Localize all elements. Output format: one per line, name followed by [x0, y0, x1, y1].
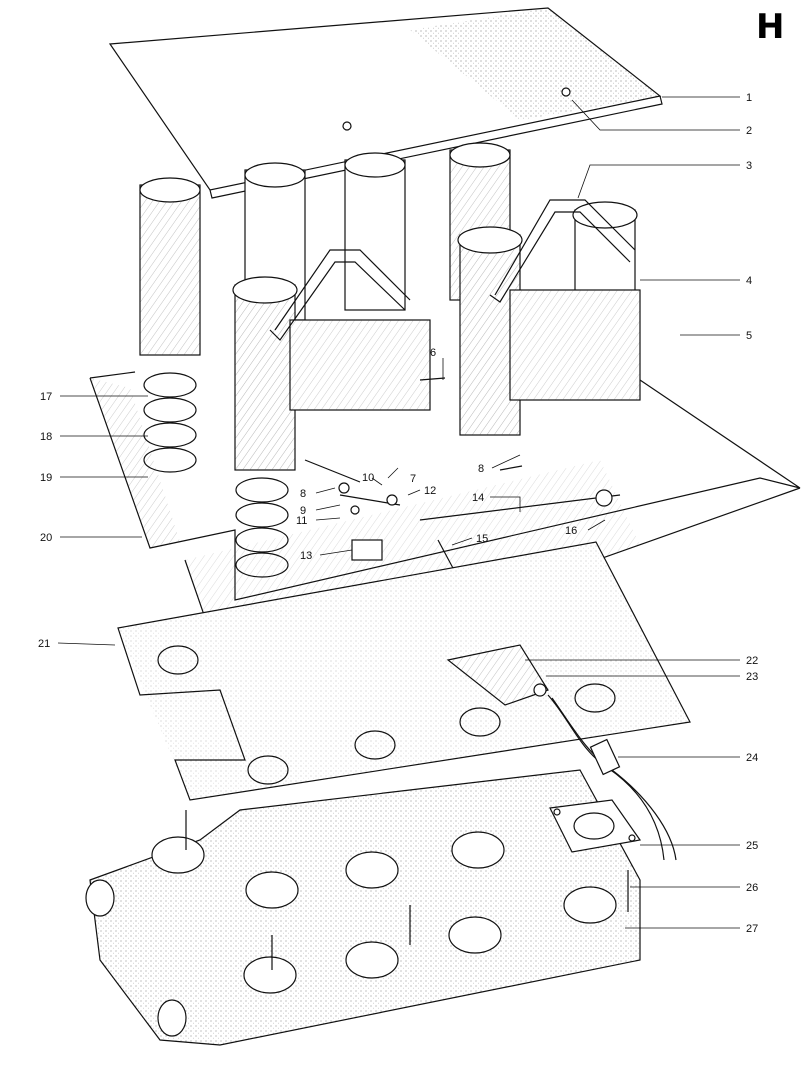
callout-9: 9 — [300, 505, 306, 517]
callout-27: 27 — [746, 923, 758, 935]
callout-19: 19 — [40, 472, 52, 484]
plate-letter: H — [756, 7, 784, 47]
manifold-studs — [185, 810, 629, 970]
callout-7: 7 — [410, 473, 416, 485]
callout-8a: 8 — [300, 488, 306, 500]
manifold-gasket — [549, 799, 642, 853]
callout-24: 24 — [746, 752, 758, 764]
insulator-plate — [117, 541, 691, 801]
callout-6: 6 — [430, 347, 436, 359]
callout-21: 21 — [38, 638, 50, 650]
choke-cable-bracket — [446, 644, 677, 861]
callout-labels: 1 2 3 4 5 6 7 8 8 9 10 11 12 13 14 15 16… — [38, 92, 758, 935]
cover-plate — [108, 7, 663, 199]
callout-13: 13 — [300, 550, 312, 562]
callout-10: 10 — [362, 472, 374, 484]
carburettor-assembly-rear — [139, 142, 511, 356]
callout-11: 11 — [296, 515, 307, 527]
callout-25: 25 — [746, 840, 758, 852]
callout-1: 1 — [746, 92, 752, 104]
callout-3: 3 — [746, 160, 752, 172]
callout-23: 23 — [746, 671, 758, 683]
callout-8b: 8 — [478, 463, 484, 475]
callout-2: 2 — [746, 125, 752, 137]
inlet-manifold — [85, 769, 641, 1046]
callout-12: 12 — [424, 485, 436, 497]
callout-17: 17 — [40, 391, 52, 403]
carburettor-support-bracket — [269, 199, 636, 341]
callout-16: 16 — [565, 525, 577, 537]
callout-14: 14 — [472, 492, 484, 504]
callout-15: 15 — [476, 533, 488, 545]
callout-18: 18 — [40, 431, 52, 443]
callout-26: 26 — [746, 882, 758, 894]
callout-22: 22 — [746, 655, 758, 667]
leader-lines — [57, 96, 740, 929]
carburettor-assembly-front — [232, 201, 641, 471]
callout-5: 5 — [746, 330, 752, 342]
callout-4: 4 — [746, 275, 752, 287]
callout-20: 20 — [40, 532, 52, 544]
